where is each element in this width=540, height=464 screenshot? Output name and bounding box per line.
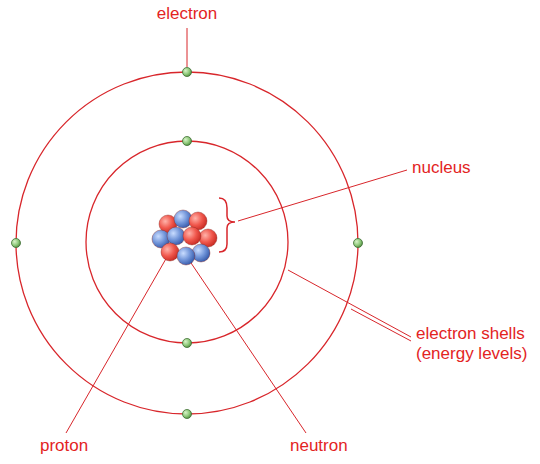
leader-line: [187, 28, 188, 67]
part-label: proton: [40, 436, 88, 456]
electron-dot: [183, 410, 192, 419]
proton-ball: [161, 243, 179, 261]
leader-line: [238, 170, 407, 221]
electrons: [12, 68, 363, 419]
electron-dot: [354, 239, 363, 248]
part-label: electron: [157, 4, 217, 24]
electron-dot: [12, 239, 21, 248]
inner-shell: [86, 141, 288, 343]
nucleus: [152, 210, 217, 265]
part-label: nucleus: [412, 158, 471, 178]
electron-dot: [183, 137, 192, 146]
proton-ball: [183, 227, 201, 245]
part-label: neutron: [290, 436, 348, 456]
leader-line: [288, 270, 411, 337]
part-label: electron shells (energy levels): [416, 324, 534, 365]
neutron-ball: [192, 244, 210, 262]
leader-line: [351, 309, 411, 341]
leader-line: [189, 260, 306, 433]
outer-shell: [16, 72, 358, 414]
leader-line: [66, 257, 167, 433]
leader-lines: [66, 28, 411, 433]
neutron-ball: [167, 227, 185, 245]
nucleus-brace: [219, 198, 235, 252]
electron-dot: [183, 68, 192, 77]
electron-dot: [183, 339, 192, 348]
neutron-ball: [177, 247, 195, 265]
